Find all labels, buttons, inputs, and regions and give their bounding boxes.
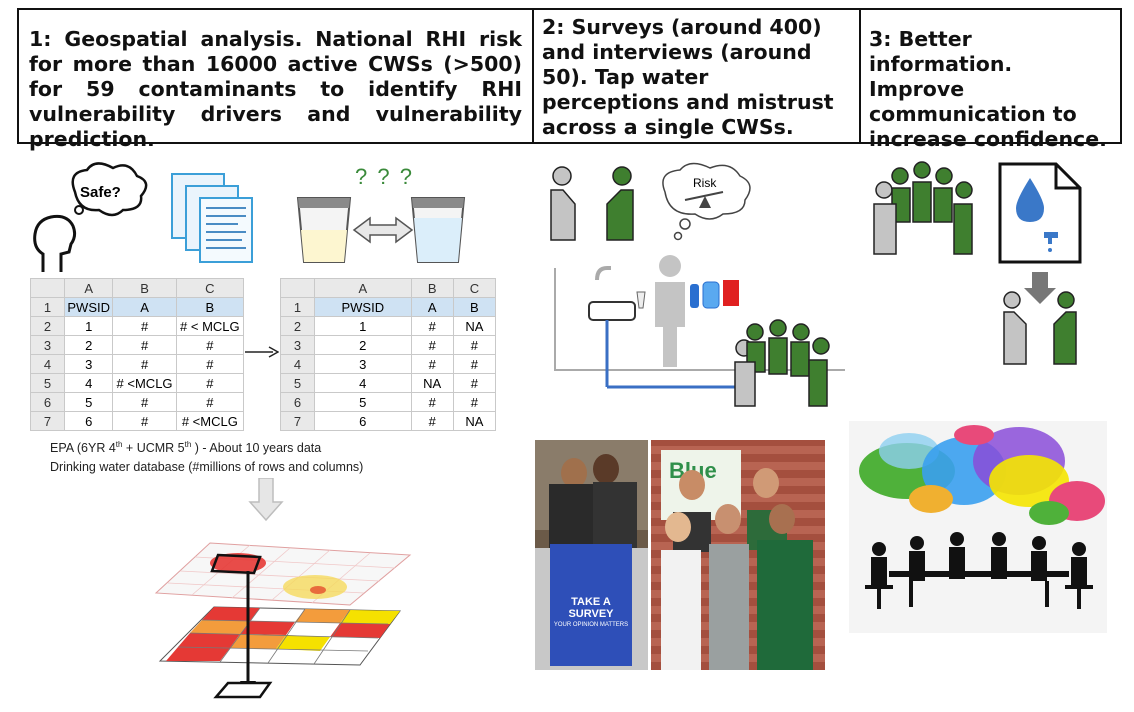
table-cell: # xyxy=(452,354,497,374)
header-better-information: 3: Better information. Improve communica… xyxy=(859,8,1122,151)
row-number: 5 xyxy=(280,373,315,393)
table-cell: NA xyxy=(452,316,497,336)
question-marks: ? ? ? xyxy=(355,164,414,189)
table-cell: # xyxy=(112,411,177,431)
table-cell: 3 xyxy=(63,354,114,374)
table-cell: # xyxy=(175,373,245,393)
table-cell: NA xyxy=(452,411,497,431)
green-group-icon xyxy=(873,161,973,255)
table-cell: 2 xyxy=(314,335,412,355)
row-number: 6 xyxy=(30,392,65,412)
header-cell: A xyxy=(410,297,454,317)
header-cell: PWSID xyxy=(314,297,412,317)
risk-bubble-text: Risk xyxy=(693,176,717,190)
col-letter: B xyxy=(112,278,177,298)
table-cell: 6 xyxy=(63,411,114,431)
communication-meeting-illustration xyxy=(849,421,1107,633)
database-note: Drinking water database (#millions of ro… xyxy=(50,460,364,474)
table-cell: # xyxy=(410,392,454,412)
row-number: 2 xyxy=(30,316,65,336)
table-cell: # xyxy=(452,373,497,393)
table-cell: # < MCLG xyxy=(175,316,245,336)
table-cell: # xyxy=(410,354,454,374)
table-cell: 2 xyxy=(63,335,114,355)
table-cell: 4 xyxy=(63,373,114,393)
col-letter: B xyxy=(410,278,454,298)
row-number: 3 xyxy=(30,335,65,355)
table-cell: # xyxy=(452,392,497,412)
survey-photo-1: TAKE A SURVEY YOUR OPINION MATTERS xyxy=(535,440,648,670)
two-people-icon xyxy=(1003,291,1077,365)
table-cell: # xyxy=(112,392,177,412)
documents-icon xyxy=(171,173,253,263)
take-survey-sign: TAKE A SURVEY YOUR OPINION MATTERS xyxy=(550,544,632,666)
thinking-person-icon xyxy=(33,162,148,272)
down-arrow-icon xyxy=(1024,272,1056,304)
table-cell: # <MCLG xyxy=(112,373,177,393)
col-letter: A xyxy=(314,278,412,298)
table-cell: 5 xyxy=(314,392,412,412)
row-number: 2 xyxy=(280,316,315,336)
header-cell: B xyxy=(175,297,245,317)
table-cell: # xyxy=(112,316,177,336)
table-cell: 4 xyxy=(314,373,412,393)
row-number: 7 xyxy=(280,411,315,431)
row-number: 1 xyxy=(30,297,65,317)
table-cell: # xyxy=(175,335,245,355)
epa-source-note: EPA (6YR 4th + UCMR 5th ) - About 10 yea… xyxy=(50,440,322,456)
sign-line-1: TAKE A SURVEY xyxy=(568,596,614,620)
header-geospatial-analysis: 1: Geospatial analysis. National RHI ris… xyxy=(17,8,534,151)
col-letter: C xyxy=(175,278,245,298)
row-number: 3 xyxy=(280,335,315,355)
survey-photo-2: Blue xyxy=(651,440,825,670)
table-cell: NA xyxy=(410,373,454,393)
sign-line-2: YOUR OPINION MATTERS xyxy=(553,622,629,628)
col-letter: A xyxy=(63,278,114,298)
table-cell: 3 xyxy=(314,354,412,374)
row-number: 4 xyxy=(280,354,315,374)
row-number: 5 xyxy=(30,373,65,393)
table-cell: # xyxy=(112,354,177,374)
row-number: 6 xyxy=(280,392,315,412)
table-cell: # xyxy=(112,335,177,355)
risk-heatmap-layers xyxy=(154,542,412,699)
header-surveys-interviews: 2: Surveys (around 400) and interviews (… xyxy=(532,8,861,144)
table-cell: # xyxy=(410,411,454,431)
row-number: 7 xyxy=(30,411,65,431)
arrow-right-icon xyxy=(245,346,279,358)
table-cell: 6 xyxy=(314,411,412,431)
safe-bubble-text: Safe? xyxy=(80,184,121,201)
water-glasses-icon xyxy=(296,197,466,263)
col-letter: C xyxy=(452,278,497,298)
table-cell: # xyxy=(175,392,245,412)
table-cell: 5 xyxy=(63,392,114,412)
spreadsheet-before: A B C 1 PWSID A B 2 1 # # < MCLG 3 2 # #… xyxy=(30,278,245,431)
row-number: 4 xyxy=(30,354,65,374)
table-cell: # xyxy=(452,335,497,355)
table-cell: # xyxy=(410,316,454,336)
table-cell: 1 xyxy=(63,316,114,336)
table-cell: # <MCLG xyxy=(175,411,245,431)
table-cell: # xyxy=(410,335,454,355)
header-cell: A xyxy=(112,297,177,317)
header-cell: B xyxy=(452,297,497,317)
table-cell: # xyxy=(175,354,245,374)
header-cell: PWSID xyxy=(63,297,114,317)
survey-perception-illustration xyxy=(550,162,845,407)
row-number: 1 xyxy=(280,297,315,317)
spreadsheet-after: A B C 1 PWSID A B 2 1 # NA 3 2 # # 4 3 #… xyxy=(280,278,497,431)
water-document-icon xyxy=(998,162,1082,264)
down-arrow-icon xyxy=(248,478,284,522)
table-cell: 1 xyxy=(314,316,412,336)
